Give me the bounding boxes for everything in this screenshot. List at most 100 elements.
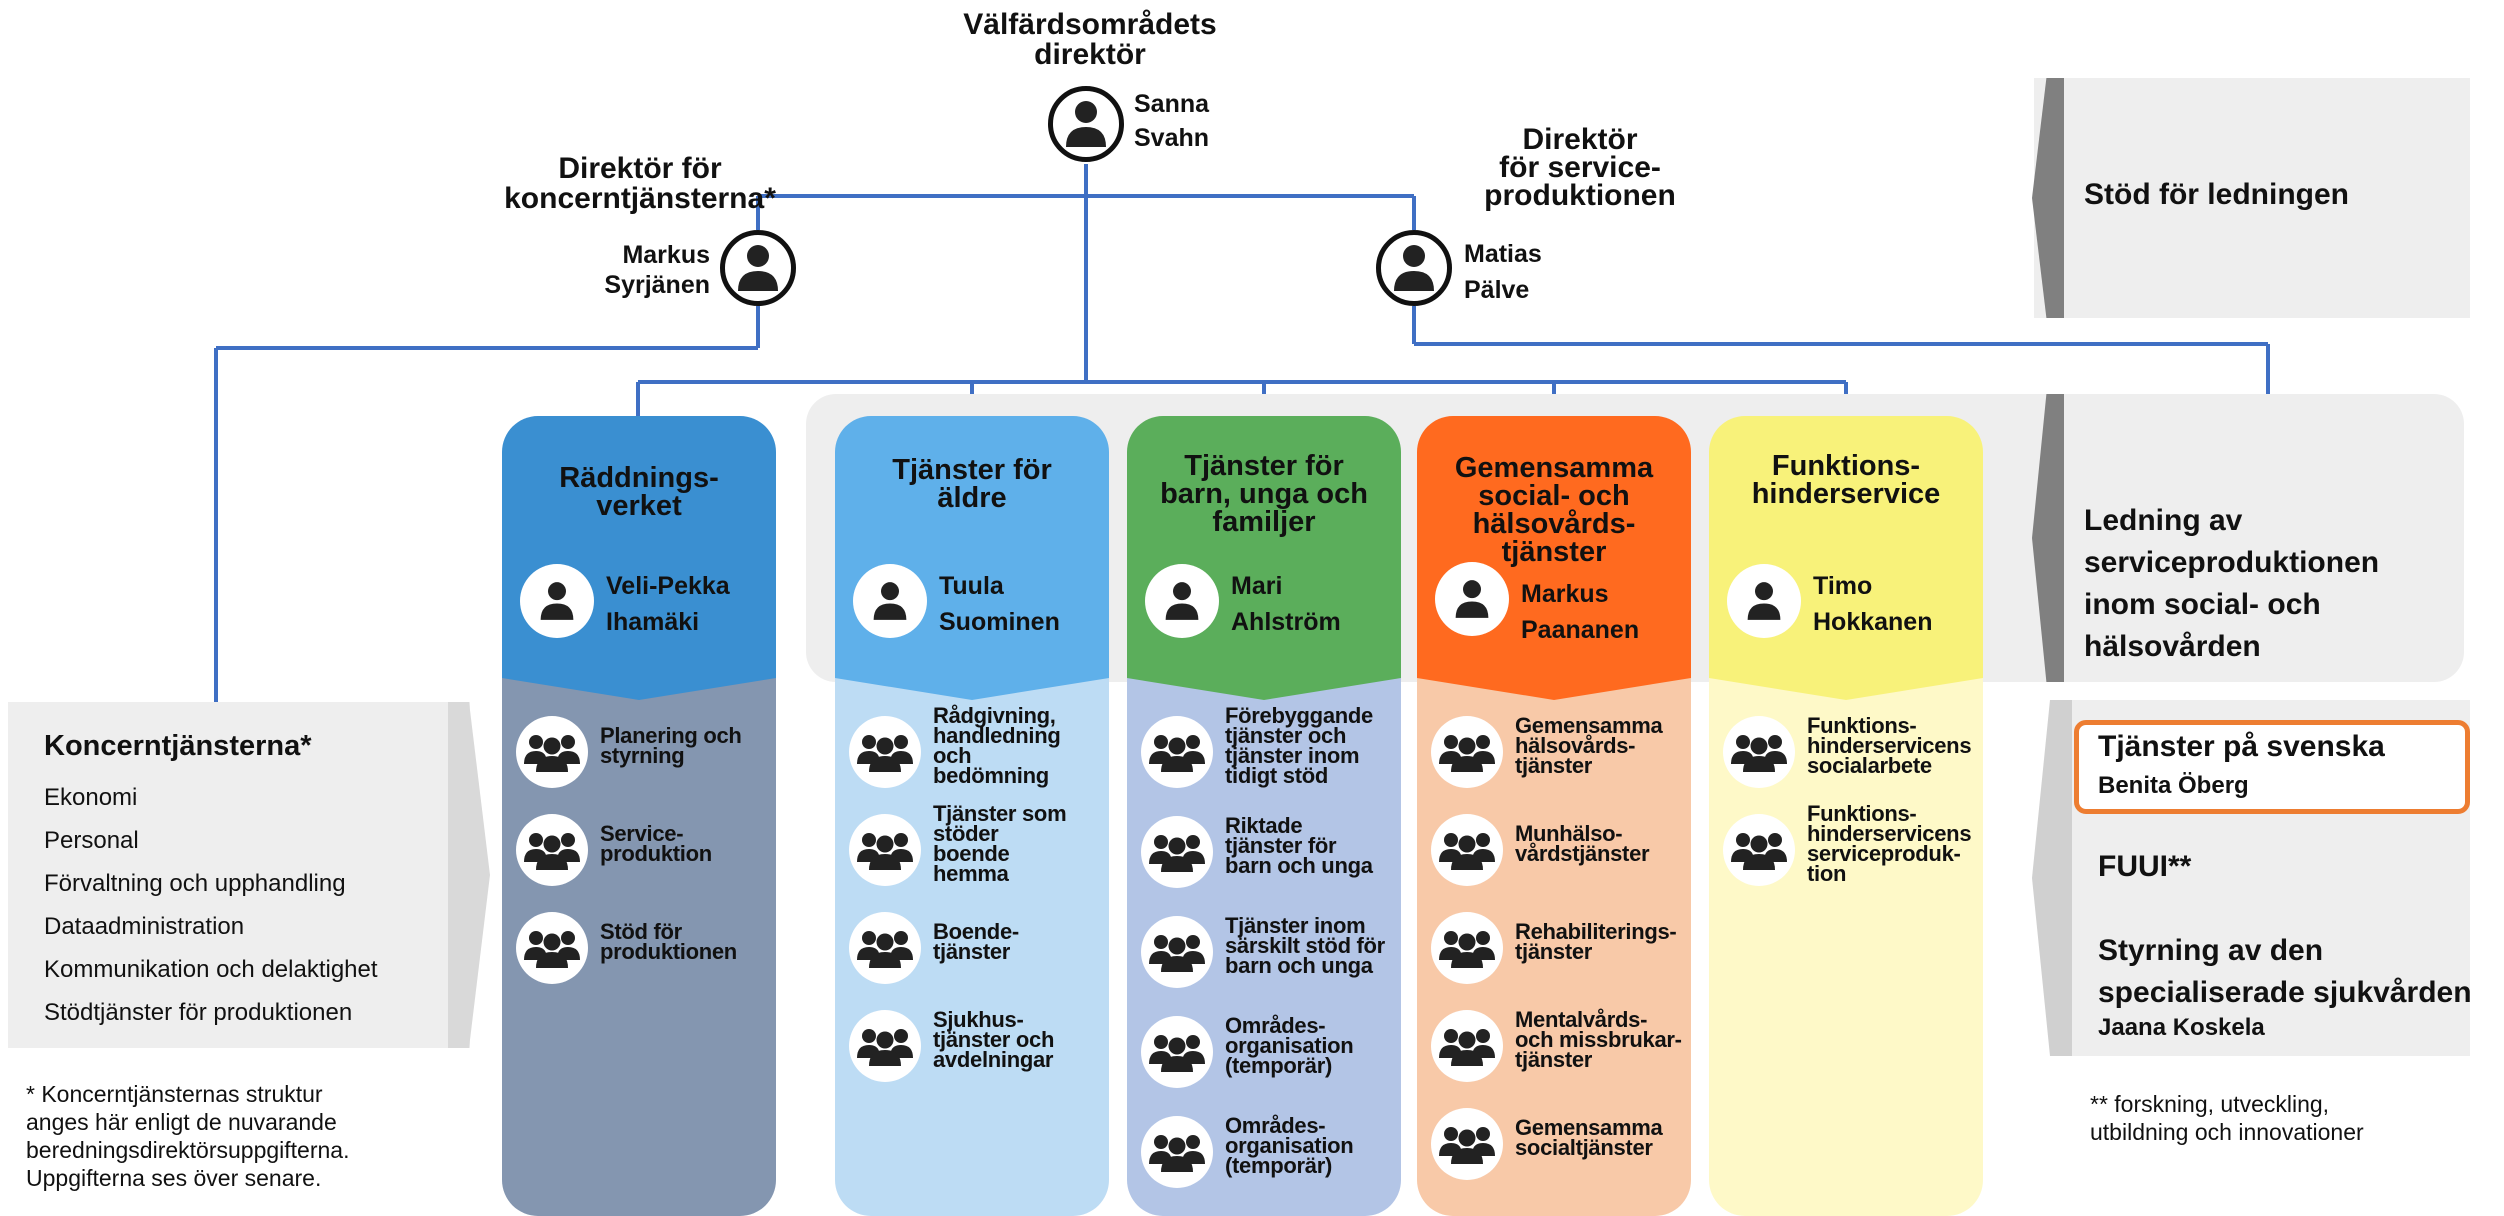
unit-label: Rådgivning, handledning och bedömning [933,703,1061,788]
koncern-item: Kommunikation och delaktighet [44,956,378,983]
left-director-name: Markus Syrjänen [570,240,710,300]
koncern-item: Personal [44,827,139,854]
left-director-title-line1: Direktör för [558,152,722,185]
column-title: Tjänster för äldre [892,454,1052,514]
svenska-title: Tjänster på svenska [2098,730,2385,763]
unit-label: Munhälso- vårdstjänster [1515,821,1650,866]
unit-label: Service- produktion [600,821,712,866]
ceo-name-first: Sanna [1134,90,1210,118]
group-icon [1141,1116,1213,1188]
column-head-name-first: Veli-Pekka [606,572,730,600]
unit-label: Förebyggande tjänster och tjänster inom … [1225,703,1373,788]
right-director-title-line3: produktionen [1484,179,1676,212]
styrning-title: Styrning av den specialiserade sjukvårde… [2098,934,2472,1009]
column-header: Gemensamma social- och hälsovårds- tjäns… [1417,416,1691,700]
group-icon [1431,912,1503,984]
column-head-name-first: Mari [1231,572,1283,600]
unit-item: Riktade tjänster för barn och unga [1141,812,1393,888]
koncern-title: Koncerntjänsterna* [44,730,312,762]
unit-item: Rehabiliterings- tjänster [1431,908,1683,984]
unit-label: Tjänster som stöder boende hemma [933,801,1067,886]
ceo-title: Välfärdsområdets direktör [963,8,1217,71]
group-icon [516,716,588,788]
group-icon [1141,816,1213,888]
column-title: Funktions- hinderservice [1751,450,1941,510]
left-director-title-line2: koncerntjänsterna* [504,182,776,215]
unit-item: Tjänster som stöder boende hemma [849,803,1101,886]
group-icon [1723,716,1795,788]
column-title: Räddnings- verket [559,462,719,522]
unit-label: Områdes- organisation (temporär) [1225,1013,1354,1078]
unit-item: Områdes- organisation (temporär) [1141,1112,1393,1188]
unit-item: Områdes- organisation (temporär) [1141,1012,1393,1088]
group-icon [516,912,588,984]
unit-label: Planering och styrning [600,723,742,768]
footnote-right: ** forskning, utveckling, utbildning och… [2090,1091,2364,1145]
group-icon [1141,716,1213,788]
column-head-name-last: Paananen [1521,616,1640,644]
stod-panel [2034,78,2470,318]
unit-label: Sjukhus- tjänster och avdelningar [933,1007,1055,1072]
left-director-avatar [720,230,796,306]
left-director-name-first: Markus [622,241,710,269]
unit-label: Rehabiliterings- tjänster [1515,919,1677,964]
group-icon [516,814,588,886]
column-head-name-last: Ihamäki [606,608,700,636]
column-head-avatar [1727,564,1801,638]
group-icon [1723,814,1795,886]
unit-item: Rådgivning, handledning och bedömning [849,705,1101,788]
ceo-name-last: Svahn [1134,124,1210,152]
unit-item: Munhälso- vårdstjänster [1431,810,1683,886]
fuui-title: FUUI** [2098,850,2192,883]
person-icon [738,245,778,291]
unit-item: Service- produktion [516,810,768,886]
column-head-name-first: Markus [1521,580,1609,608]
right-director-avatar [1376,230,1452,306]
column-body: Förebyggande tjänster och tjänster inom … [1127,678,1401,1216]
unit-label: Funktions- hinderservicens serviceproduk… [1807,801,1972,886]
group-icon [1431,814,1503,886]
ledning-title: Ledning av serviceproduktionen inom soci… [2084,504,2380,663]
group-icon [1141,1016,1213,1088]
koncern-item: Förvaltning och upphandling [44,870,346,897]
unit-label: Gemensamma socialtjänster [1515,1115,1663,1160]
left-director-name-last: Syrjänen [604,271,710,299]
group-icon [1431,1108,1503,1180]
person-icon [1455,580,1489,618]
column-head-name-last: Suominen [939,608,1060,636]
right-director-name-first: Matias [1464,240,1542,268]
unit-item: Mentalvårds- och missbrukar- tjänster [1431,1006,1683,1082]
koncern-item: Stödtjänster för produktionen [44,999,353,1026]
column-head-name-last: Hokkanen [1813,608,1933,636]
styrning-name: Jaana Koskela [2098,1014,2265,1041]
column-barn-unga-familjer: Förebyggande tjänster och tjänster inom … [1127,416,1401,1216]
group-icon [849,716,921,788]
svenska-highlight [2074,720,2470,814]
svenska-name: Benita Öberg [2098,772,2249,799]
unit-item: Sjukhus- tjänster och avdelningar [849,1006,1101,1082]
footnote-left: * Koncerntjänsternas struktur anges här … [26,1081,350,1191]
group-icon [1431,1010,1503,1082]
unit-item: Funktions- hinderservicens socialarbete [1723,712,1975,788]
unit-label: Riktade tjänster för barn och unga [1225,813,1373,878]
column-head-avatar [1145,564,1219,638]
unit-label: Boende- tjänster [933,919,1019,964]
left-director-title: Direktör för koncerntjänsterna* [440,154,840,214]
person-icon [1747,582,1781,620]
column-head-avatar [853,564,927,638]
unit-label: Tjänster inom särskilt stöd för barn och… [1225,913,1385,978]
column-head-name-first: Timo [1813,572,1873,600]
unit-item: Tjänster inom särskilt stöd för barn och… [1141,912,1393,988]
group-icon [849,814,921,886]
right-director-name-last: Pälve [1464,276,1530,304]
unit-item: Stöd för produktionen [516,908,768,984]
